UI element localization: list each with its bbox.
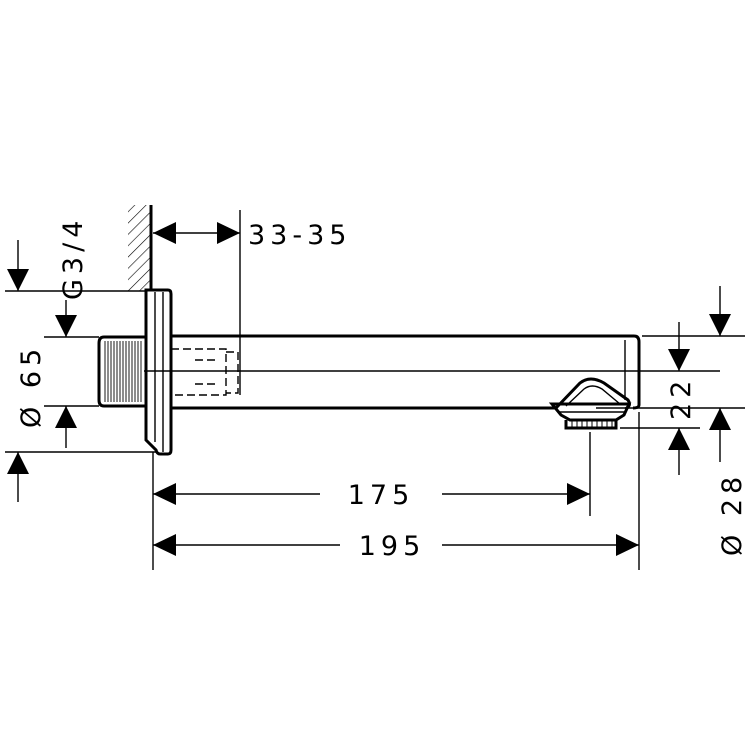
- flange-diameter-label: Ø 65: [16, 344, 47, 428]
- dimension-outlet-distance: 175: [153, 480, 590, 511]
- dimension-total-length: 195: [153, 531, 639, 562]
- hidden-fitting: [171, 348, 239, 396]
- spout-diameter-label: Ø 28: [717, 472, 748, 556]
- dimension-wall-depth: 33-35: [153, 220, 351, 251]
- extension-lines: [5, 210, 745, 570]
- outlet-distance-label: 175: [348, 480, 415, 511]
- dimension-spout-diameter: Ø 28: [709, 286, 748, 556]
- total-length-label: 195: [359, 531, 426, 562]
- aerator-outlet: [548, 377, 632, 430]
- outlet-height-label: 22: [666, 376, 697, 420]
- thread-label: G3/4: [58, 216, 89, 300]
- wall-flange: [144, 288, 173, 456]
- wall-depth-label: 33-35: [248, 220, 351, 251]
- wall: [128, 205, 153, 291]
- dimension-flange-diameter: Ø 65: [7, 240, 47, 502]
- threaded-connector: [97, 335, 146, 408]
- dimension-thread: G3/4: [55, 216, 89, 448]
- dimension-outlet-height: 22: [666, 322, 697, 475]
- spout-body: [144, 334, 720, 410]
